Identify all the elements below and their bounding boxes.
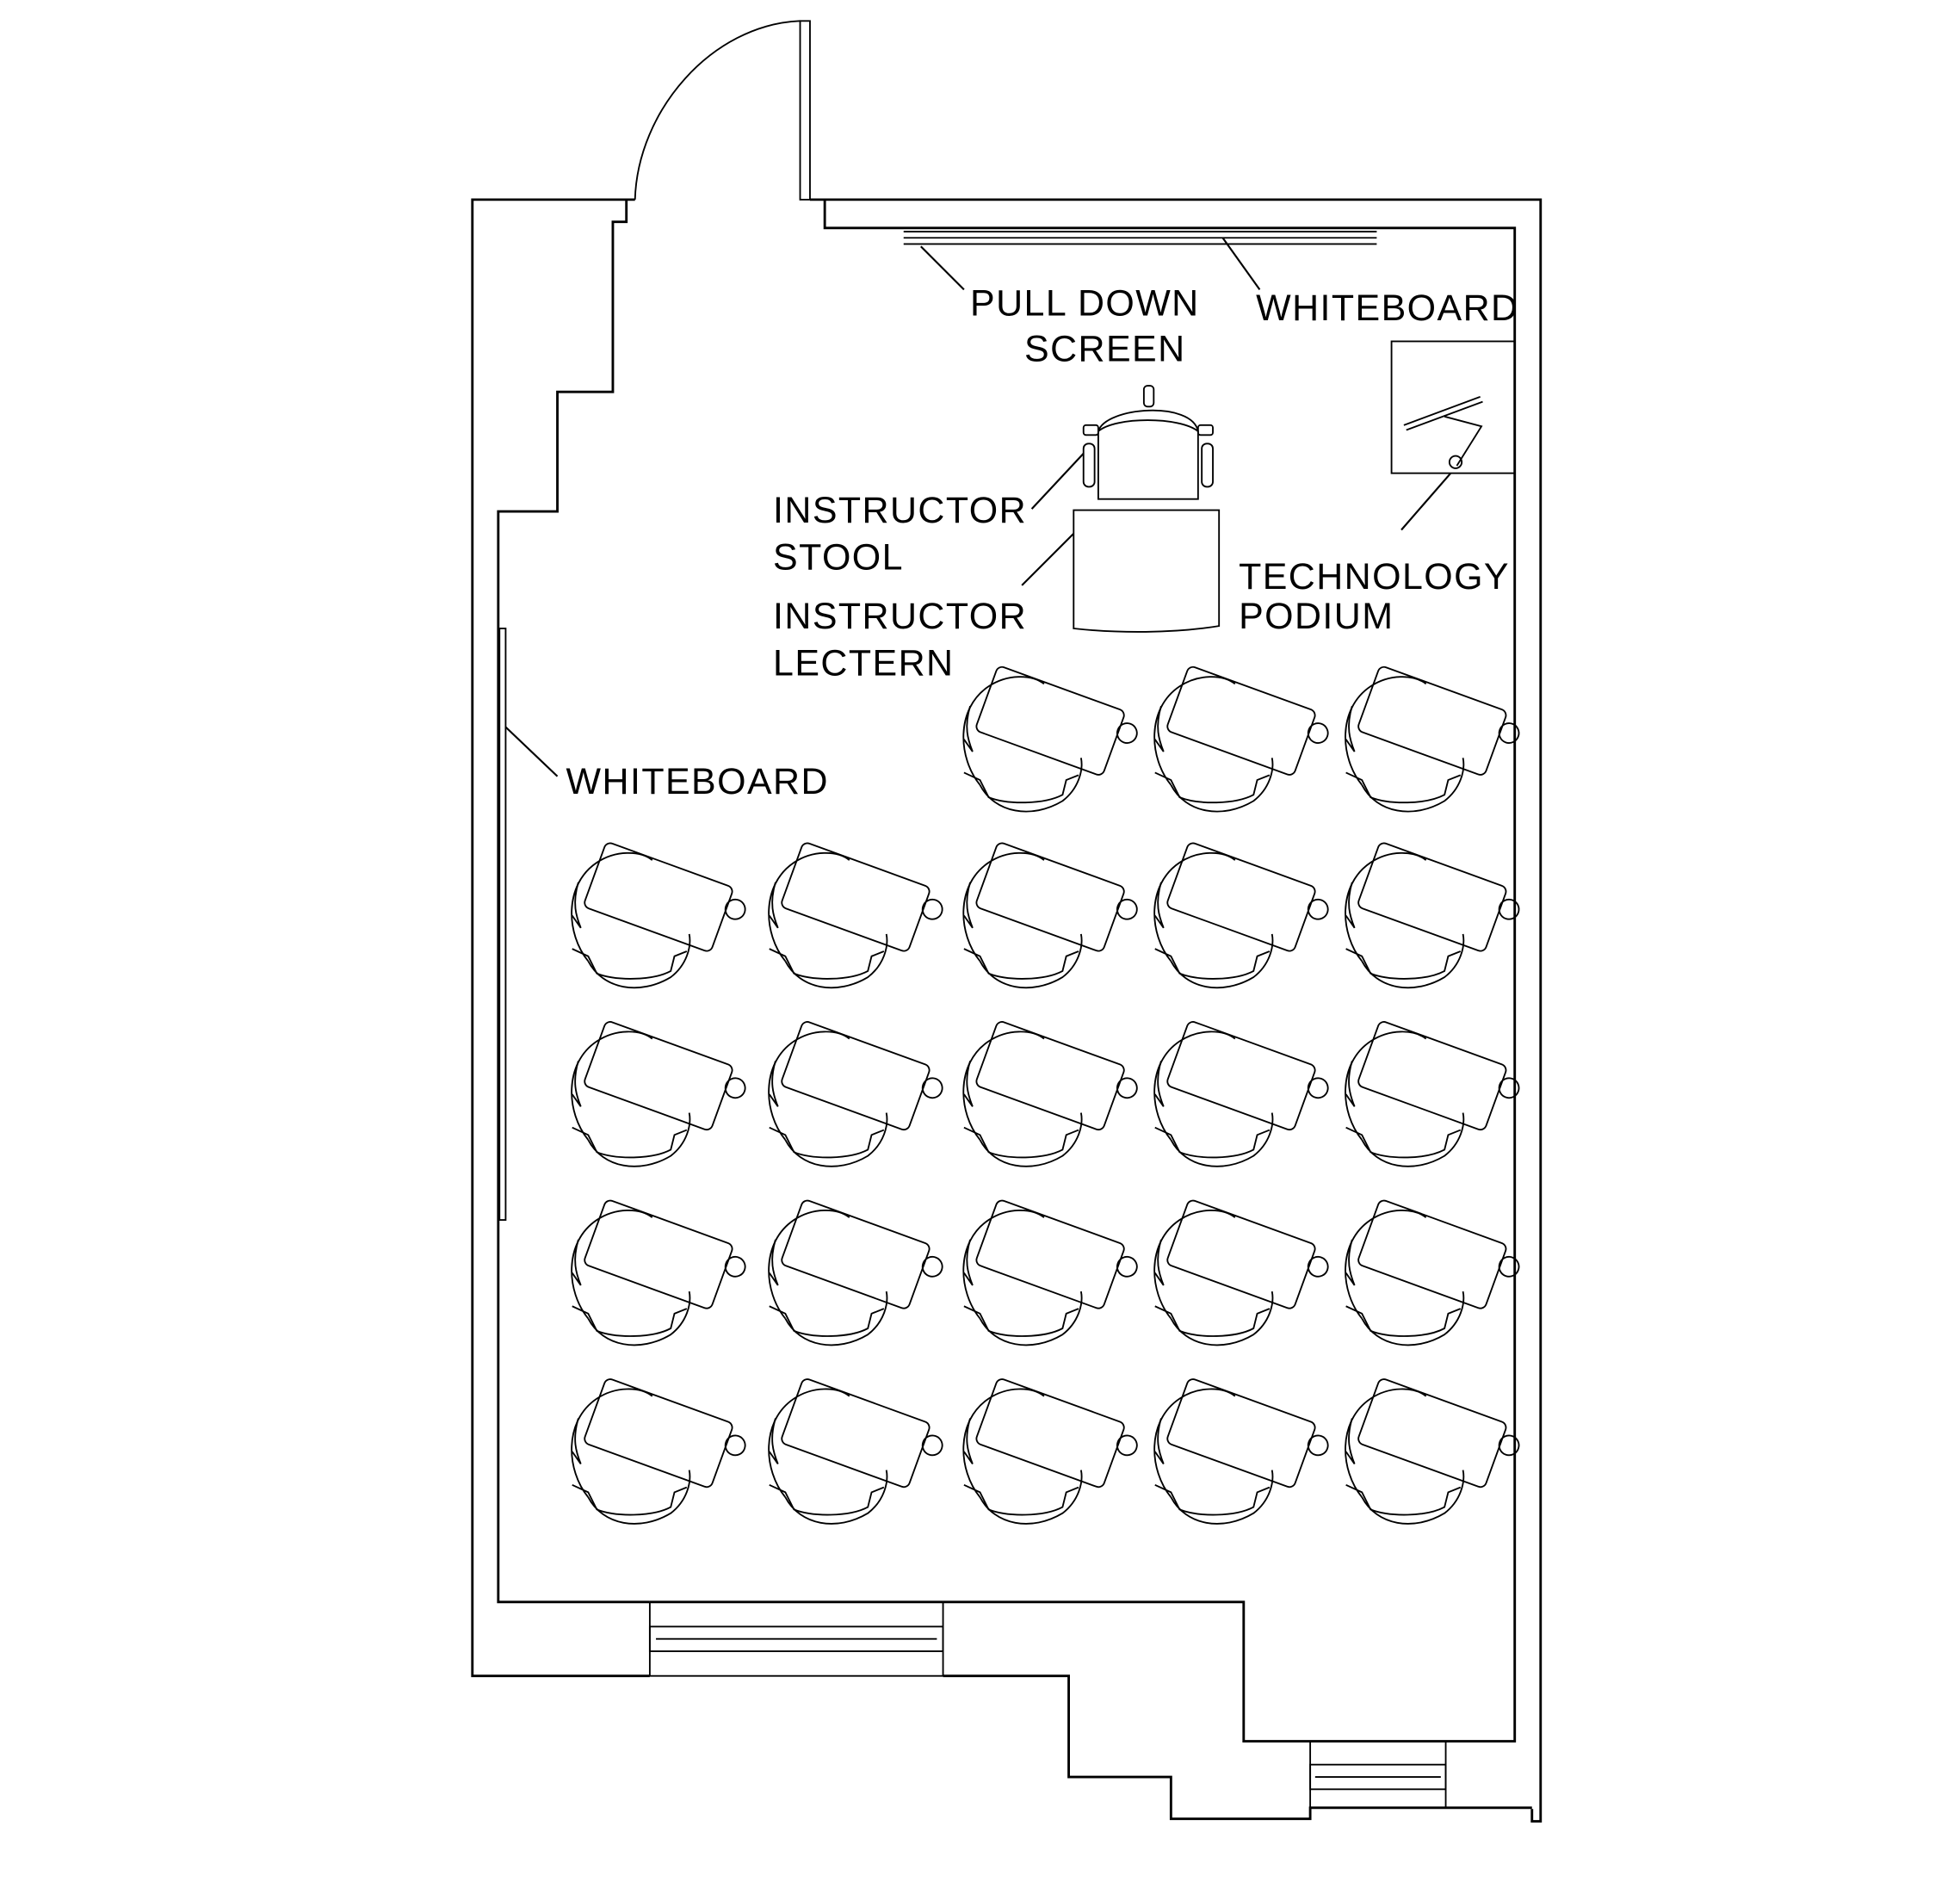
seat[interactable] (1153, 840, 1335, 989)
seat[interactable] (962, 1377, 1144, 1525)
seat[interactable] (1153, 1198, 1335, 1346)
seat[interactable] (962, 840, 1144, 989)
label-whiteboard-side: WHITEBOARD (566, 761, 829, 802)
seat[interactable] (768, 840, 949, 989)
seat[interactable] (768, 1198, 949, 1346)
walls (471, 198, 1543, 1823)
label-whiteboard-front: WHITEBOARD (1256, 288, 1518, 329)
seat[interactable] (1345, 1019, 1526, 1167)
seat[interactable] (768, 1377, 949, 1525)
label-technology-podium-2: PODIUM (1239, 596, 1394, 637)
seat[interactable] (962, 1198, 1144, 1346)
label-pull-down-screen: PULL DOWN (970, 282, 1200, 324)
label-instructor-lectern: INSTRUCTOR (773, 596, 1027, 637)
seat[interactable] (1153, 664, 1335, 813)
front-whiteboard (903, 231, 1377, 291)
seat[interactable] (571, 840, 752, 989)
side-whiteboard (498, 628, 559, 1221)
seat[interactable] (1345, 1198, 1526, 1346)
label-technology-podium: TECHNOLOGY (1239, 556, 1510, 597)
technology-podium (1390, 340, 1516, 531)
seat[interactable] (768, 1019, 949, 1167)
seat[interactable] (571, 1019, 752, 1167)
instructor-stool (1030, 385, 1214, 510)
label-instructor-lectern-2: LECTERN (773, 642, 954, 684)
seat[interactable] (571, 1377, 752, 1525)
label-instructor-stool: INSTRUCTOR (773, 490, 1027, 531)
instructor-lectern (1021, 509, 1221, 633)
seat[interactable] (1345, 840, 1526, 989)
seat[interactable] (1153, 1019, 1335, 1167)
seat[interactable] (1345, 664, 1526, 813)
seat[interactable] (962, 1019, 1144, 1167)
seat[interactable] (962, 664, 1144, 813)
seat[interactable] (571, 1198, 752, 1346)
door[interactable] (634, 20, 811, 201)
seat[interactable] (1153, 1377, 1335, 1525)
label-instructor-stool-2: STOOL (773, 536, 904, 578)
label-pull-down-screen-2: SCREEN (1024, 328, 1186, 369)
seat[interactable] (1345, 1377, 1526, 1525)
